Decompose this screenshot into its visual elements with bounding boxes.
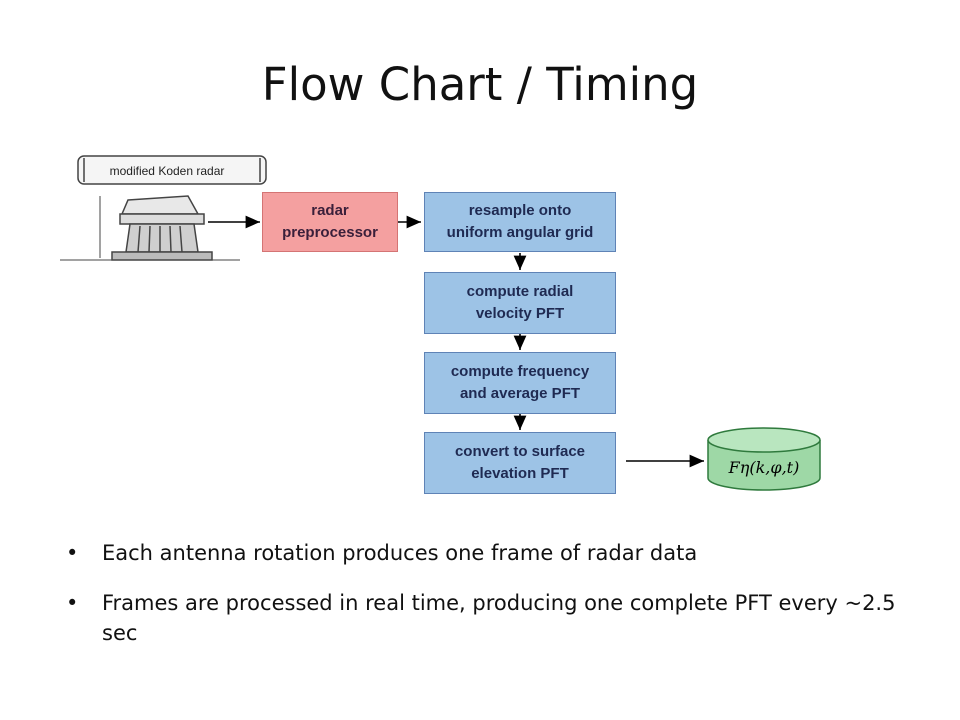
bullet-text: Each antenna rotation produces one frame… xyxy=(102,541,698,565)
resample-box: resample onto uniform angular grid xyxy=(424,192,616,252)
frequency-average-box: compute frequency and average PFT xyxy=(424,352,616,414)
bullet-dot: • xyxy=(66,541,79,565)
output-formula: Fη(k,φ,t) xyxy=(728,458,800,477)
radar-preprocessor-box: radar preprocessor xyxy=(262,192,398,252)
output-cylinder xyxy=(707,427,821,491)
bullet-item: • Each antenna rotation produces one fra… xyxy=(66,538,916,568)
bullet-item: • Frames are processed in real time, pro… xyxy=(66,588,916,648)
bullet-list: • Each antenna rotation produces one fra… xyxy=(66,538,916,668)
radial-velocity-box: compute radial velocity PFT xyxy=(424,272,616,334)
radar-label: modified Koden radar xyxy=(109,164,225,178)
slide-title: Flow Chart / Timing xyxy=(261,58,699,111)
bullet-text: Frames are processed in real time, produ… xyxy=(102,591,896,645)
surface-elevation-box: convert to surface elevation PFT xyxy=(424,432,616,494)
bullet-dot: • xyxy=(66,591,79,615)
